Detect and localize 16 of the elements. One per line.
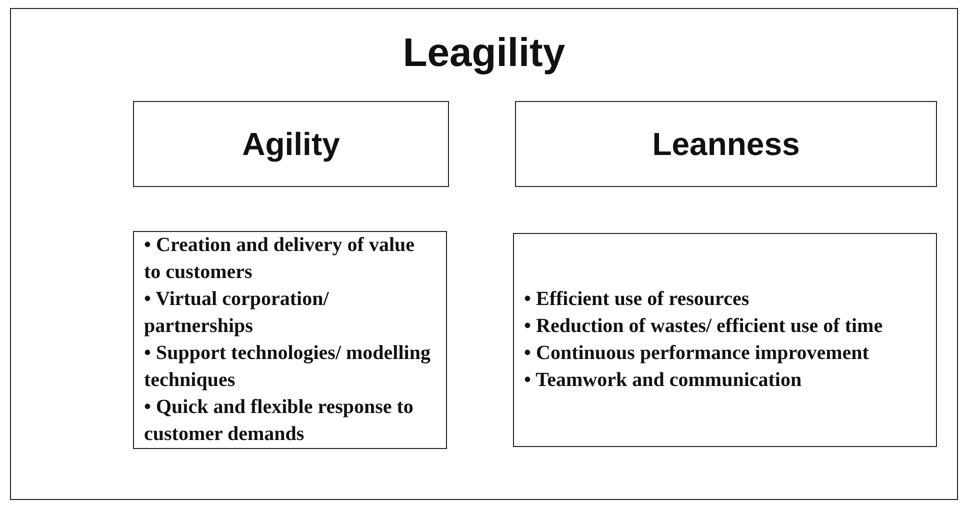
bullet-item: • Efficient use of resources (524, 287, 750, 312)
bullet-list-box (513, 233, 937, 447)
bullet-item: • Quick and flexible response to customer demands (144, 395, 414, 447)
heading-box (133, 101, 449, 187)
bullet-item: • Continuous performance improvement (524, 341, 870, 366)
bullet-item: • Creation and delivery of value to customers (144, 233, 416, 285)
bullet-item: • Teamwork and communication (524, 368, 803, 393)
heading-text: Leanness (652, 126, 800, 162)
bullet-item: • Reduction of wastes/ efficient use of time (524, 314, 884, 339)
bullet-item: • Virtual corporation/ partnerships (144, 287, 330, 339)
heading-text: Agility (242, 126, 340, 162)
frame-heading: Leagility (402, 31, 566, 76)
bullet-list-box (133, 231, 447, 449)
diagram-frame (10, 8, 958, 500)
heading-box (515, 101, 937, 187)
bullet-item: • Support technologies/ modelling techniques (144, 341, 432, 393)
